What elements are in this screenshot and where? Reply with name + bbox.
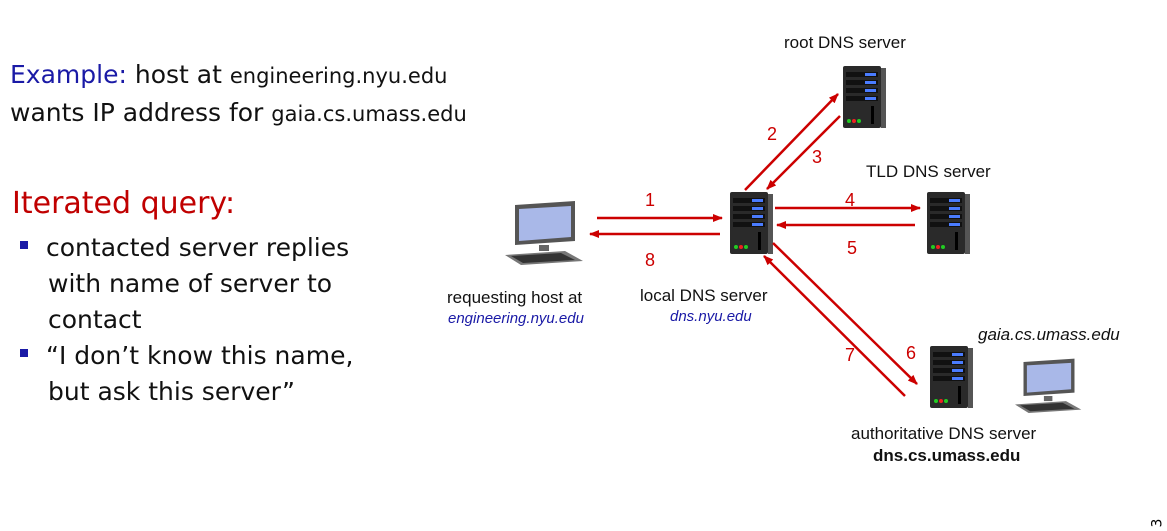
step-6-label: 6 bbox=[906, 343, 917, 363]
bullet-text: with name of server to bbox=[48, 269, 333, 298]
local-dns-label: local DNS server bbox=[640, 286, 768, 305]
arrow-step-6 bbox=[772, 242, 918, 385]
local-dns-host: dns.nyu.edu bbox=[670, 308, 752, 325]
tld-dns-label: TLD DNS server bbox=[866, 162, 991, 181]
tld-dns-server-icon bbox=[927, 192, 970, 254]
step-2-label: 2 bbox=[767, 124, 778, 144]
example-host: engineering.nyu.edu bbox=[229, 64, 448, 88]
root-dns-server-icon bbox=[843, 66, 886, 128]
arrow-step-2 bbox=[744, 93, 839, 191]
example-line-2: wants IP address for gaia.cs.umass.edu bbox=[10, 98, 467, 127]
step-7-label: 7 bbox=[845, 345, 856, 365]
bullet-text: but ask this server” bbox=[48, 377, 295, 406]
example-target-host: gaia.cs.umass.edu bbox=[271, 102, 467, 126]
requesting-host-label: requesting host at bbox=[447, 288, 583, 307]
step-8-label: 8 bbox=[645, 250, 656, 270]
bullet-text: contacted server replies bbox=[46, 233, 350, 262]
example-text: host at bbox=[134, 60, 222, 89]
example-line-1: Example: host at engineering.nyu.edu bbox=[10, 60, 447, 89]
gaia-host-computer-icon bbox=[1015, 358, 1082, 413]
iterated-query-title: Iterated query: bbox=[12, 186, 236, 221]
page-number: 3 bbox=[1149, 518, 1166, 528]
step-1-label: 1 bbox=[645, 190, 656, 210]
requesting-host-name: engineering.nyu.edu bbox=[448, 310, 584, 327]
root-dns-label: root DNS server bbox=[784, 33, 906, 52]
example-label: Example: bbox=[10, 60, 127, 89]
bullet-icon bbox=[20, 349, 28, 357]
bullet-icon bbox=[20, 241, 28, 249]
example-text-2: wants IP address for bbox=[10, 98, 264, 127]
step-5-label: 5 bbox=[847, 238, 858, 258]
bullet-item: contacted server replies bbox=[20, 230, 353, 266]
bullet-text: contact bbox=[48, 305, 142, 334]
gaia-host-name: gaia.cs.umass.edu bbox=[978, 325, 1120, 344]
bullet-text: “I don’t know this name, bbox=[46, 341, 354, 370]
authoritative-dns-label: authoritative DNS server bbox=[851, 424, 1037, 443]
requesting-host-computer-icon bbox=[505, 201, 583, 265]
authoritative-dns-host: dns.cs.umass.edu bbox=[873, 446, 1021, 465]
arrow-step-7 bbox=[763, 255, 906, 397]
step-4-label: 4 bbox=[845, 190, 856, 210]
local-dns-server-icon bbox=[730, 192, 773, 254]
bullet-item: “I don’t know this name, bbox=[20, 338, 353, 374]
authoritative-dns-server-icon bbox=[930, 346, 973, 408]
arrow-step-3 bbox=[766, 115, 841, 190]
bullet-list: contacted server replies with name of se… bbox=[20, 230, 353, 410]
step-3-label: 3 bbox=[812, 147, 823, 167]
